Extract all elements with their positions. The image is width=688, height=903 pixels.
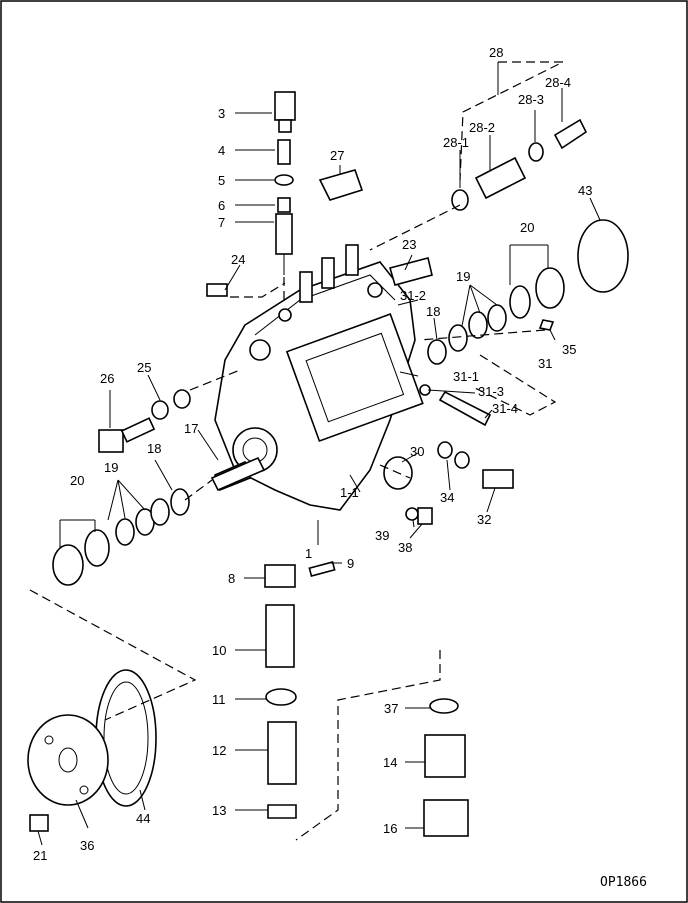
callout-28: 28 [489, 45, 503, 60]
flange-36-gasket-44 [27, 669, 157, 807]
callout-10: 10 [212, 643, 226, 658]
callout-28-1: 28-1 [443, 135, 469, 150]
callout-28-3: 28-3 [518, 92, 544, 107]
callout-36: 36 [80, 838, 94, 853]
part-31-4 [438, 390, 492, 427]
callout-20-right: 20 [520, 220, 534, 235]
part-39 [405, 507, 419, 521]
callout-18-left: 18 [147, 441, 161, 456]
callout-3: 3 [218, 106, 225, 121]
callout-20-left: 20 [70, 473, 84, 488]
part-28-group [451, 118, 588, 211]
part-27 [318, 169, 364, 201]
callout-39: 39 [375, 528, 389, 543]
part-35 [538, 319, 555, 331]
callout-9: 9 [347, 556, 354, 571]
leader-lines [37, 62, 601, 846]
callout-17: 17 [184, 421, 198, 436]
callout-32: 32 [477, 512, 491, 527]
callout-25: 25 [137, 360, 151, 375]
part-17-shaft [210, 456, 266, 492]
callout-27: 27 [330, 148, 344, 163]
callout-5: 5 [218, 173, 225, 188]
valve-stack-3-7 [274, 91, 296, 275]
callout-7: 7 [218, 215, 225, 230]
callout-19-left: 19 [104, 460, 118, 475]
lower-column-8-13 [264, 561, 336, 819]
callout-44: 44 [136, 811, 150, 826]
drawing-code: OP1866 [600, 875, 647, 890]
pump-body [214, 261, 424, 511]
callout-23: 23 [402, 237, 416, 252]
callout-12: 12 [212, 743, 226, 758]
callout-31-2: 31-2 [400, 288, 426, 303]
callout-1: 1 [305, 546, 312, 561]
part-23 [389, 257, 433, 286]
callout-30: 30 [410, 444, 424, 459]
callout-14: 14 [383, 755, 397, 770]
delivery-valves [299, 244, 359, 303]
callout-28-2: 28-2 [469, 120, 495, 135]
part-21-bolt [29, 814, 49, 832]
callout-4: 4 [218, 143, 225, 158]
part-24 [206, 283, 228, 297]
callout-38: 38 [398, 540, 412, 555]
assembly-lines [29, 61, 564, 841]
callout-19-right: 19 [456, 269, 470, 284]
part-25 [151, 400, 169, 420]
callout-18-right: 18 [426, 304, 440, 319]
callout-35: 35 [562, 342, 576, 357]
callout-1-1: 1-1 [340, 485, 359, 500]
gear-right [427, 267, 565, 365]
part-43-o-ring [577, 219, 629, 293]
callout-labels: 1 1-1 3 4 5 6 7 8 9 10 11 12 13 14 16 17… [33, 45, 592, 863]
callout-16: 16 [383, 821, 397, 836]
callout-24: 24 [231, 252, 245, 267]
part-37 [429, 698, 459, 714]
callout-31-3: 31-3 [478, 384, 504, 399]
callout-31-4: 31-4 [492, 401, 518, 416]
callout-26: 26 [100, 371, 114, 386]
callout-43: 43 [578, 183, 592, 198]
part-38 [417, 507, 433, 525]
callout-31-1: 31-1 [453, 369, 479, 384]
callout-8: 8 [228, 571, 235, 586]
part-16 [423, 799, 469, 837]
callout-34: 34 [440, 490, 454, 505]
callout-21: 21 [33, 848, 47, 863]
callout-28-4: 28-4 [545, 75, 571, 90]
callout-6: 6 [218, 198, 225, 213]
callout-37: 37 [384, 701, 398, 716]
part-26-bolt [98, 429, 124, 453]
callout-13: 13 [212, 803, 226, 818]
part-14 [424, 734, 466, 778]
part-32 [482, 469, 514, 489]
gear-left [52, 488, 190, 586]
callout-31: 31 [538, 356, 552, 371]
callout-11: 11 [212, 692, 226, 707]
